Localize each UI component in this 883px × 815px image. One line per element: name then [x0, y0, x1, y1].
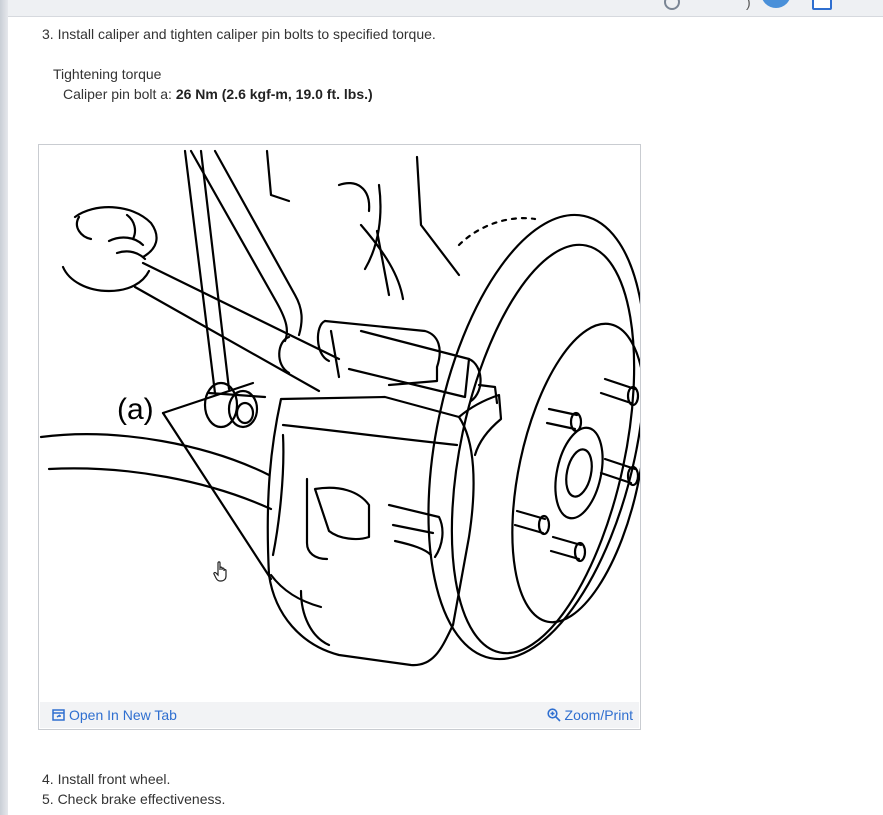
torque-value: 26 Nm (2.6 kgf-m, 19.0 ft. lbs.) [175, 86, 373, 102]
step-3-text: 3. Install caliper and tighten caliper p… [42, 26, 436, 42]
open-new-tab-label: Open In New Tab [69, 707, 177, 723]
caliper-illustration[interactable]: (a) [39, 145, 640, 703]
callout-label-a: (a) [117, 393, 154, 426]
torque-label: Caliper pin bolt a: [63, 86, 176, 102]
external-window-icon [52, 709, 65, 721]
search-icon[interactable] [664, 0, 680, 10]
window-left-edge [0, 0, 8, 815]
hand-pointer-icon [213, 561, 229, 583]
top-toolbar: ) [8, 0, 883, 17]
torque-spec: Caliper pin bolt a: 26 Nm (2.6 kgf-m, 19… [63, 85, 373, 103]
open-new-tab-link[interactable]: Open In New Tab [52, 707, 177, 723]
step-5-text: 5. Check brake effectiveness. [42, 791, 226, 807]
torque-heading: Tightening torque [53, 66, 162, 82]
document-add-icon[interactable] [812, 0, 832, 10]
avatar[interactable] [761, 0, 791, 8]
zoom-print-label: Zoom/Print [564, 707, 633, 723]
toolbar-fragment: ) [746, 0, 751, 10]
figure-action-bar: Open In New Tab Zoom/Print [40, 702, 639, 728]
zoom-print-link[interactable]: Zoom/Print [546, 707, 633, 723]
illustration-figure: (a) [38, 144, 641, 730]
magnifier-icon [546, 708, 561, 722]
step-4-text: 4. Install front wheel. [42, 771, 171, 787]
